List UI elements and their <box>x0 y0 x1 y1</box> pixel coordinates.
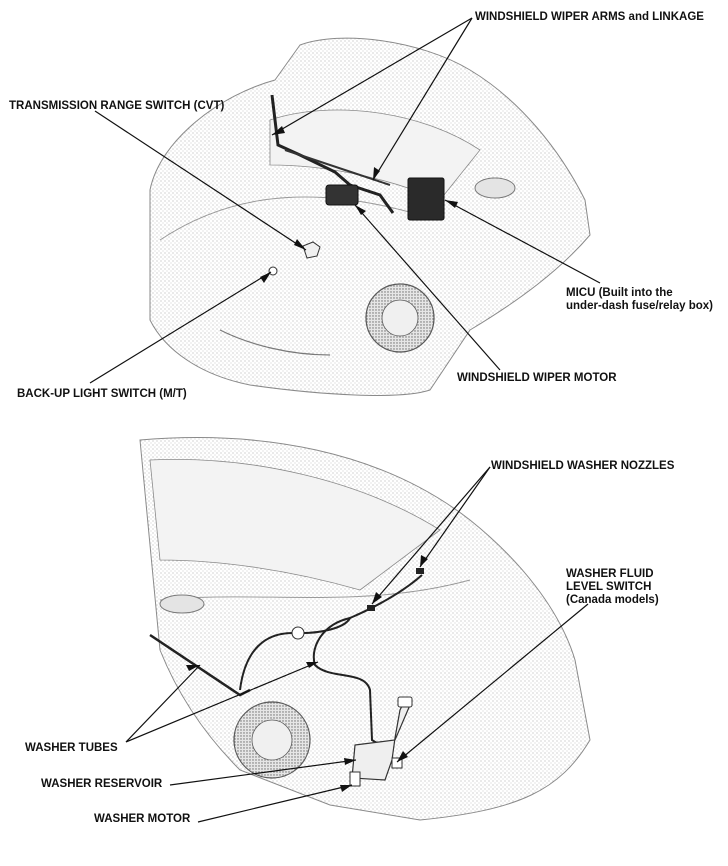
bottom-arrowheads <box>186 555 428 792</box>
bottom-car-illustration <box>139 437 591 821</box>
label-fluid-switch-line3: (Canada models) <box>566 594 659 606</box>
label-washer-nozzles: WINDSHIELD WASHER NOZZLES <box>491 460 675 472</box>
top-arrowheads <box>260 126 458 283</box>
label-backup-light-switch: BACK-UP LIGHT SWITCH (M/T) <box>17 388 187 400</box>
label-transmission-range-switch: TRANSMISSION RANGE SWITCH (CVT) <box>9 100 225 112</box>
label-micu-line2: under-dash fuse/relay box) <box>566 300 713 312</box>
label-wiper-arms-linkage: WINDSHIELD WIPER ARMS and LINKAGE <box>475 11 704 23</box>
label-micu-line1: MICU (Built into the <box>566 287 673 299</box>
label-washer-tubes: WASHER TUBES <box>25 742 118 754</box>
label-fluid-switch-line1: WASHER FLUID <box>566 568 654 580</box>
top-car-illustration <box>149 37 591 396</box>
label-washer-reservoir: WASHER RESERVOIR <box>41 778 163 790</box>
label-washer-motor: WASHER MOTOR <box>94 813 191 825</box>
top-leader-lines <box>89 17 601 384</box>
label-windshield-wiper-motor: WINDSHIELD WIPER MOTOR <box>457 372 617 384</box>
label-fluid-switch-line2: LEVEL SWITCH <box>566 581 652 593</box>
bottom-leader-lines <box>125 466 589 823</box>
